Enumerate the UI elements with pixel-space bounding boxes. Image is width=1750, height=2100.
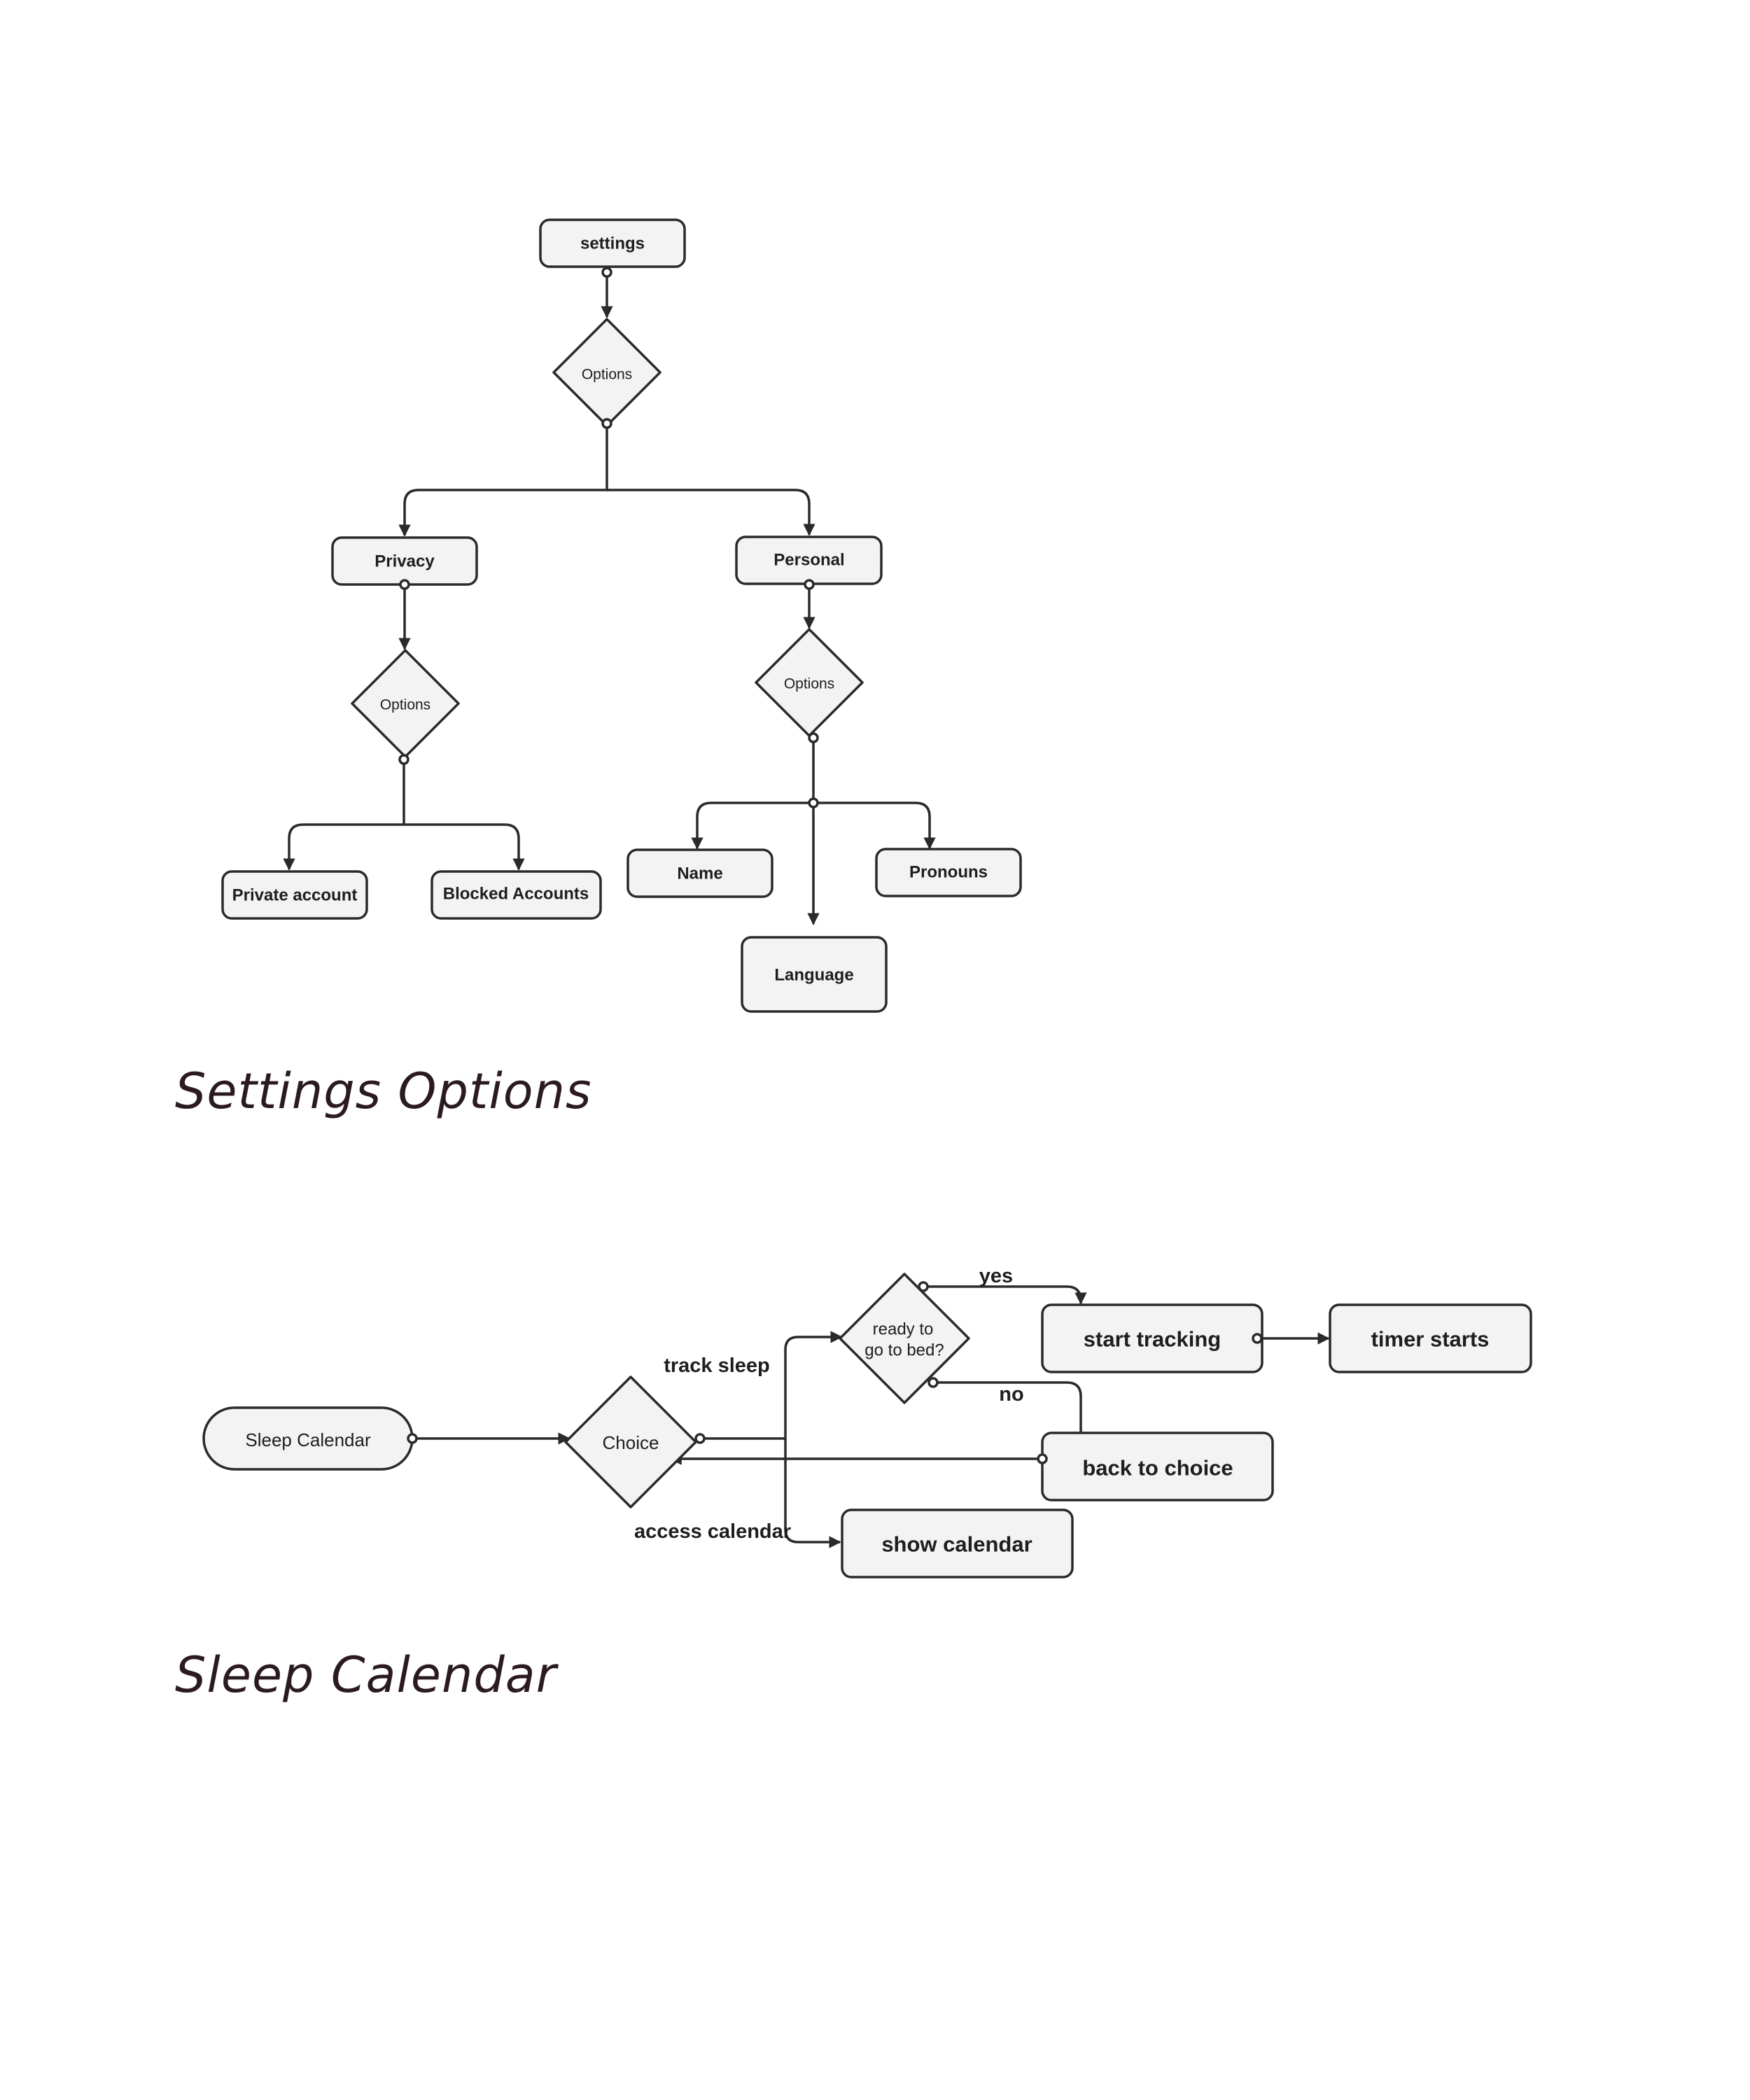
node-name: Name bbox=[626, 848, 774, 898]
edge-label-no: no bbox=[999, 1383, 1023, 1406]
decision-options-main-label: Options bbox=[582, 367, 632, 383]
edge-options-to-personal bbox=[607, 489, 816, 536]
decision-options-privacy-label: Options bbox=[380, 697, 430, 713]
edge-options-to-private-account bbox=[283, 760, 405, 871]
node-sleep-calendar: Sleep Calendar bbox=[202, 1406, 414, 1471]
edge-label-access-calendar: access calendar bbox=[634, 1520, 791, 1543]
connector-dot bbox=[601, 267, 612, 278]
edge-yes bbox=[923, 1285, 1087, 1305]
connector-dot bbox=[918, 1281, 929, 1292]
settings-options-heading: Settings Options bbox=[175, 1063, 592, 1120]
node-language: Language bbox=[741, 936, 888, 1013]
connector-dot bbox=[804, 579, 815, 590]
edge-options-to-pronouns bbox=[813, 802, 936, 850]
node-private-account: Private account bbox=[221, 870, 368, 920]
node-start-tracking-label: start tracking bbox=[1084, 1327, 1221, 1352]
node-pronouns-label: Pronouns bbox=[909, 863, 988, 882]
edge-track-sleep bbox=[784, 1331, 843, 1438]
node-personal: Personal bbox=[735, 536, 883, 585]
decision-options-main: Options bbox=[552, 318, 662, 427]
edge-no bbox=[933, 1381, 1087, 1449]
decision-choice: Choice bbox=[564, 1376, 697, 1508]
decision-ready-line1: ready to bbox=[873, 1320, 934, 1339]
node-start-tracking: start tracking bbox=[1041, 1303, 1264, 1373]
decision-ready-to-go-to-bed: ready to go to bed? bbox=[839, 1273, 970, 1404]
node-timer-starts: timer starts bbox=[1329, 1303, 1532, 1373]
node-blocked-accounts-label: Blocked Accounts bbox=[443, 885, 589, 904]
node-pronouns: Pronouns bbox=[875, 848, 1022, 897]
node-timer-starts-label: timer starts bbox=[1371, 1327, 1490, 1352]
connector-dot bbox=[808, 732, 819, 743]
node-name-label: Name bbox=[677, 864, 722, 883]
edge-label-yes: yes bbox=[979, 1265, 1013, 1287]
node-private-account-label: Private account bbox=[232, 886, 358, 905]
connector-dot bbox=[407, 1433, 418, 1444]
connector-dot bbox=[399, 579, 410, 590]
decision-options-personal-label: Options bbox=[784, 676, 834, 692]
node-show-calendar: show calendar bbox=[841, 1508, 1074, 1578]
settings-diagram: settings Options Privacy Personal Option… bbox=[221, 218, 1022, 1013]
connector-dot bbox=[927, 1377, 939, 1388]
node-back-to-choice: back to choice bbox=[1041, 1432, 1274, 1502]
node-back-to-choice-label: back to choice bbox=[1082, 1456, 1233, 1480]
sleep-diagram: Sleep Calendar Choice ready to go to bed… bbox=[202, 1265, 1532, 1578]
edge-label-track-sleep: track sleep bbox=[664, 1354, 770, 1377]
connector-dot bbox=[398, 754, 410, 765]
edge-options-to-name bbox=[691, 738, 815, 850]
node-sleep-calendar-label: Sleep Calendar bbox=[245, 1429, 371, 1450]
decision-choice-label: Choice bbox=[603, 1432, 659, 1453]
node-settings: settings bbox=[539, 218, 686, 268]
sleep-calendar-heading: Sleep Calendar bbox=[175, 1646, 557, 1704]
node-privacy-label: Privacy bbox=[374, 552, 435, 571]
connector-dot bbox=[808, 797, 819, 808]
edge-options-to-blocked-accounts bbox=[404, 823, 525, 871]
connector-dot bbox=[601, 418, 612, 429]
node-privacy: Privacy bbox=[331, 536, 478, 586]
node-blocked-accounts: Blocked Accounts bbox=[430, 870, 602, 920]
decision-options-privacy: Options bbox=[351, 649, 460, 758]
connector-dot bbox=[1252, 1333, 1263, 1344]
edge-access-calendar bbox=[784, 1438, 841, 1548]
decision-options-personal: Options bbox=[755, 628, 864, 737]
node-personal-label: Personal bbox=[774, 551, 844, 570]
decision-ready-line2: go to bed? bbox=[864, 1341, 944, 1360]
edge-options-to-privacy bbox=[398, 424, 608, 537]
connector-dot bbox=[694, 1433, 706, 1444]
node-settings-label: settings bbox=[580, 234, 645, 253]
connector-dot bbox=[1037, 1453, 1048, 1464]
node-show-calendar-label: show calendar bbox=[881, 1532, 1032, 1557]
node-language-label: Language bbox=[774, 966, 853, 985]
